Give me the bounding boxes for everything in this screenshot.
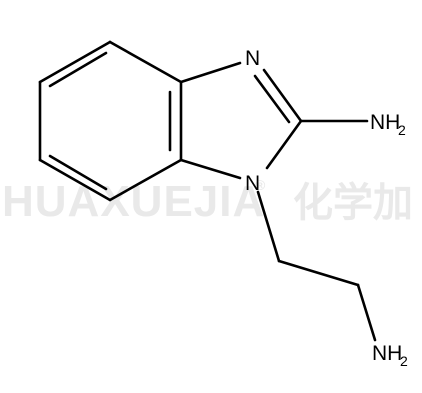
watermark: HUAXUEJIA ® 化学加 [2,177,413,226]
benzene-ring [38,40,183,202]
watermark-registered-mark: ® [255,177,266,193]
atom-label-n1: N [245,172,260,195]
watermark-latin: HUAXUEJIA [2,177,265,226]
bond-c3a-n1 [179,158,242,180]
bond-n3-c2 [262,68,303,123]
bond-c7-c7a [108,40,183,84]
double-bond-inner-top [48,51,108,88]
bond-n1-ethyl [256,190,281,263]
atom-label-n3: N [245,47,260,70]
bond-c6-c7 [38,40,112,84]
imidazole-ring [179,61,303,180]
atom-labels: N N NH 2 NH 2 [245,47,408,369]
bond-c4-c5 [38,158,112,202]
atom-label-amine-top: NH [370,111,400,134]
atom-label-amine-top-subscript: 2 [398,122,406,138]
substituent-bonds [256,119,377,342]
bond-c2-n1 [265,119,303,170]
watermark-chinese: 化学加 [293,180,413,226]
bond-c3a-c4 [108,158,183,202]
atom-label-amine-bottom-subscript: 2 [400,353,408,369]
bond-c7a-n3 [179,61,242,84]
atom-label-amine-bottom: NH [372,342,402,365]
bond-ethyl-amine [356,283,377,342]
double-bond-inner-bottom [48,154,108,191]
double-bond-n3-c2-inner [253,74,291,124]
bond-ethyl-chain [277,259,360,287]
